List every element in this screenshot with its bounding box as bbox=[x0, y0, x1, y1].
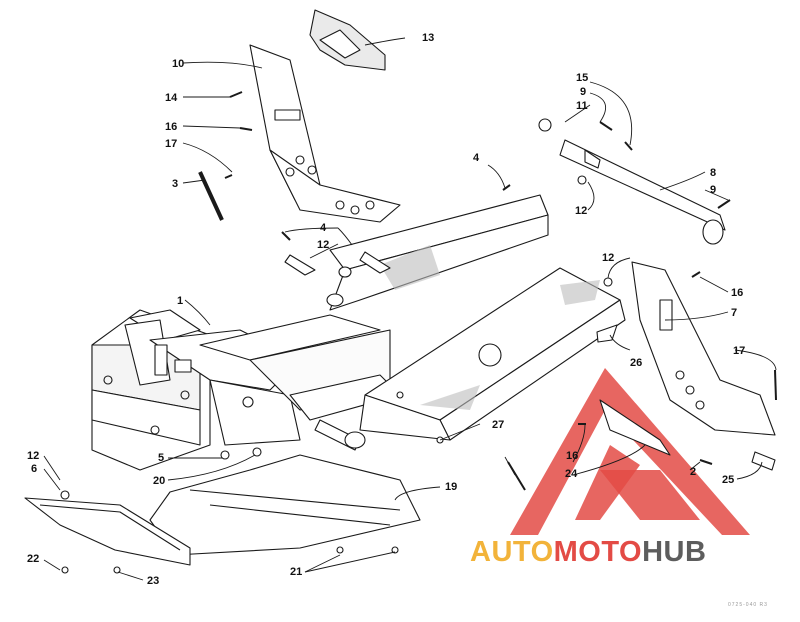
callout-9-upper: 9 bbox=[580, 86, 587, 98]
rod-part-3 bbox=[198, 171, 224, 221]
callout-16-upper: 16 bbox=[165, 121, 178, 133]
tie-rod-assembly bbox=[538, 118, 726, 245]
callout-23: 24 bbox=[565, 468, 578, 480]
bracket-part-23 bbox=[599, 399, 671, 456]
callout-12-lower: 12 bbox=[27, 450, 40, 462]
callout-18: 19 bbox=[445, 481, 458, 493]
callout-9-lower: 9 bbox=[710, 184, 717, 196]
callout-8: 8 bbox=[710, 167, 717, 179]
callout-2: 2 bbox=[690, 466, 697, 478]
callout-16-right: 16 bbox=[731, 287, 744, 299]
callout-14: 14 bbox=[165, 92, 178, 104]
callout-7-right: 7 bbox=[731, 307, 738, 319]
steering-post-support-upper bbox=[249, 44, 401, 223]
bracket-part-24 bbox=[751, 451, 776, 471]
drawing-code: 0725-040 R3 bbox=[728, 602, 768, 608]
callout-21: 22 bbox=[27, 553, 40, 565]
callout-6: 6 bbox=[31, 463, 38, 475]
callout-13: 13 bbox=[422, 32, 435, 44]
callout-4-upper: 4 bbox=[473, 152, 480, 164]
callout-12-upper: 12 bbox=[575, 205, 588, 217]
callout-25: 26 bbox=[630, 357, 643, 369]
cross-tube bbox=[314, 266, 366, 451]
watermark-hub: HUB bbox=[642, 536, 707, 568]
callout-17-right: 17 bbox=[733, 345, 746, 357]
callout-15: 15 bbox=[576, 72, 589, 84]
callout-12-mid: 12 bbox=[602, 252, 615, 264]
watermark-auto: AUTO bbox=[470, 536, 554, 568]
callout-24: 25 bbox=[722, 474, 735, 486]
callout-5: 5 bbox=[158, 452, 165, 464]
callout-19: 20 bbox=[153, 475, 166, 487]
callout-16-lower: 16 bbox=[566, 450, 579, 462]
callout-22: 23 bbox=[147, 575, 160, 587]
steering-post-support-right bbox=[631, 261, 776, 436]
steering-cover bbox=[309, 9, 386, 71]
callout-26: 27 bbox=[492, 419, 505, 431]
callout-10: 11 bbox=[576, 100, 588, 112]
callout-20: 21 bbox=[290, 566, 303, 578]
callout-17-upper: 17 bbox=[165, 138, 178, 150]
tunnel-side-rail-right bbox=[359, 267, 626, 441]
leader-lines bbox=[43, 37, 777, 581]
front-frame-box bbox=[91, 309, 401, 471]
watermark-text: AUTOMOTOHUB bbox=[470, 536, 706, 568]
skid-plate bbox=[24, 497, 191, 566]
callout-11: 12 bbox=[317, 239, 330, 251]
callout-1: 1 bbox=[177, 295, 184, 307]
callout-3: 3 bbox=[172, 178, 179, 190]
callout-4-lower: 4 bbox=[320, 222, 327, 234]
watermark-logo-triangle bbox=[510, 368, 750, 535]
watermark-moto: MOTO bbox=[553, 536, 643, 568]
callout-7-upper: 10 bbox=[172, 58, 185, 70]
belly-pan bbox=[149, 454, 421, 556]
fasteners bbox=[60, 91, 777, 574]
